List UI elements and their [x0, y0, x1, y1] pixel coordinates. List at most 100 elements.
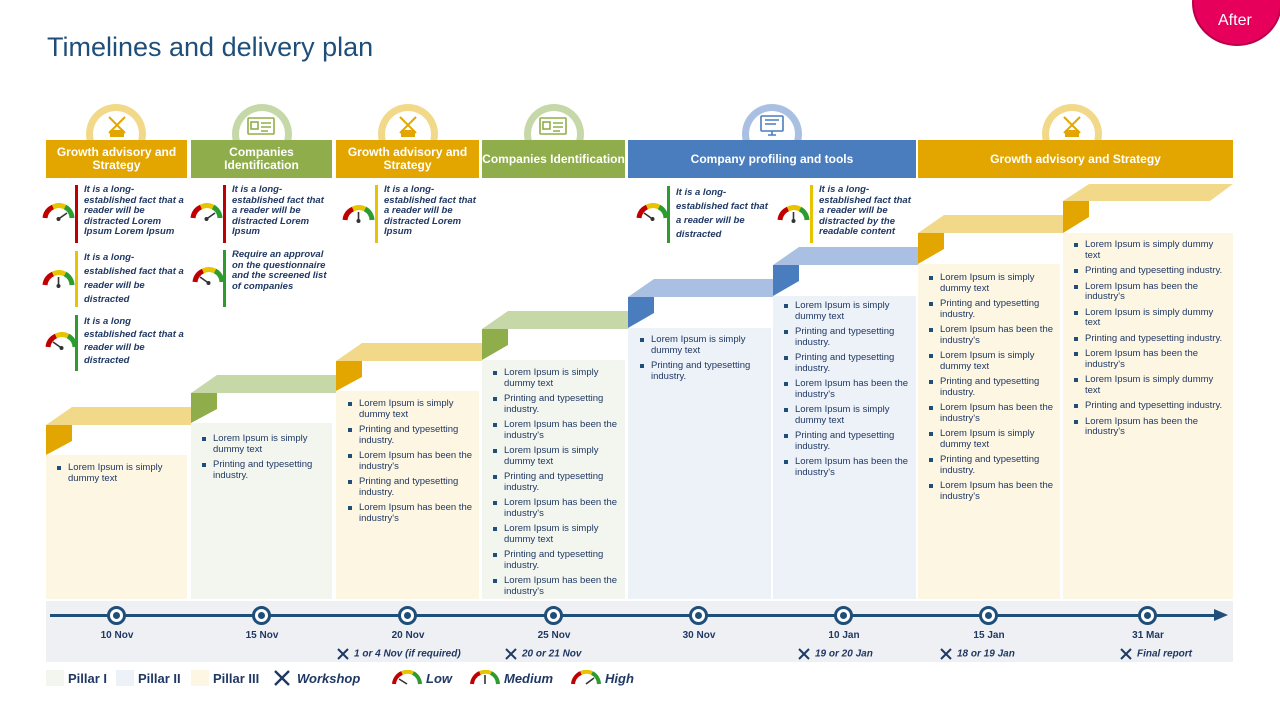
list-item: Lorem Ipsum has been the industry's: [927, 480, 1055, 502]
list-item: Printing and typesetting industry.: [1072, 265, 1228, 277]
legend-low: Low: [392, 668, 452, 688]
list-item: Printing and typesetting industry.: [491, 549, 619, 571]
workshop-date-4: 18 or 19 Jan: [939, 647, 1015, 661]
list-item: Printing and typesetting industry.: [782, 326, 910, 348]
timeline-date: 31 Mar: [1132, 630, 1164, 641]
phase-header-6: Growth advisory and Strategy: [918, 140, 1233, 178]
list-item: Lorem Ipsum is simply dummy text: [927, 428, 1055, 450]
list-item: Lorem Ipsum has been the industry's: [346, 450, 474, 472]
phase-header-4: Companies Identification: [482, 140, 625, 178]
workshop-icon: [1120, 648, 1132, 660]
timeline-date: 30 Nov: [682, 630, 716, 641]
phase-header-3: Growth advisory and Strategy: [336, 140, 479, 178]
timeline-node: [1138, 606, 1157, 625]
phase-header-1: Growth advisory and Strategy: [46, 140, 187, 178]
legend-swatch-pillar3: [191, 670, 209, 686]
workshop-icon: [798, 648, 810, 660]
list-item: Lorem Ipsum is simply dummy text: [200, 433, 328, 455]
legend-label: Medium: [504, 670, 554, 686]
list-item: Printing and typesetting industry.: [927, 454, 1055, 476]
column-bg-4: [482, 360, 625, 599]
workshop-icon: [505, 648, 517, 660]
list-item: Lorem Ipsum is simply dummy text: [638, 334, 766, 356]
timeline-axis: [50, 614, 1220, 617]
list-item: Lorem Ipsum has been the industry's: [782, 456, 910, 478]
timeline-arrow-icon: [1214, 609, 1228, 621]
list-item: Lorem Ipsum has been the industry's: [1072, 348, 1228, 370]
legend-label: Low: [426, 670, 452, 686]
list-item: Lorem Ipsum is simply dummy text: [346, 398, 474, 420]
after-badge-label: After: [1218, 12, 1252, 29]
timeline-date: 15 Jan: [973, 630, 1005, 641]
note-4: It is a long-established fact that a rea…: [223, 184, 331, 243]
phase-header-5: Company profiling and tools: [628, 140, 916, 178]
list-item: Lorem Ipsum has been the industry's: [1072, 416, 1228, 438]
gauge-high-icon: [193, 206, 220, 221]
column-bg-1: [46, 455, 187, 599]
note-6: It is a long-established fact that a rea…: [375, 184, 479, 243]
workshop-tools-icon: [108, 116, 126, 137]
workshop-date-2: 20 or 21 Nov: [504, 647, 581, 661]
gauge-low-icon: [392, 670, 422, 685]
timeline-node: [398, 606, 417, 625]
step-8: [1063, 184, 1233, 233]
legend-label: Pillar III: [213, 670, 260, 686]
company-card-icon: [539, 117, 567, 135]
workshop-date-label: 1 or 4 Nov (if required): [354, 648, 461, 660]
list-item: Printing and typesetting industry.: [200, 459, 328, 481]
list-item: Lorem Ipsum has been the industry's: [491, 497, 619, 519]
list-item: Lorem Ipsum is simply dummy text: [927, 350, 1055, 372]
timeline-node: [979, 606, 998, 625]
note-5: Require an approval on the questionnaire…: [223, 249, 331, 307]
list-item: Printing and typesetting industry.: [491, 393, 619, 415]
workshop-date-1: 1 or 4 Nov (if required): [336, 647, 461, 661]
gauge-medium-icon: [45, 273, 72, 288]
gauge-medium-icon: [470, 670, 500, 685]
list-item: Lorem Ipsum is simply dummy text: [782, 300, 910, 322]
gauge-medium-icon: [780, 208, 807, 223]
note-1: It is a long-established fact that a rea…: [75, 184, 185, 243]
workshop-tools-icon: [399, 116, 417, 137]
legend-swatch-pillar1: [46, 670, 64, 686]
column-bg-8: [1063, 233, 1233, 599]
timeline-date: 10 Nov: [100, 630, 134, 641]
list-item: Printing and typesetting industry.: [1072, 333, 1228, 345]
column-1-bullets: Lorem Ipsum is simply dummy text: [55, 462, 183, 489]
timeline-date: 15 Nov: [245, 630, 279, 641]
workshop-icon: [337, 648, 349, 660]
monitor-profile-icon: [760, 115, 784, 136]
step-1: [46, 407, 191, 455]
legend-high: High: [571, 668, 634, 688]
timeline-node: [689, 606, 708, 625]
workshop-date-label: 18 or 19 Jan: [957, 648, 1015, 660]
workshop-date-label: 19 or 20 Jan: [815, 648, 873, 660]
timeline-node: [544, 606, 563, 625]
workshop-date-3: 19 or 20 Jan: [797, 647, 873, 661]
list-item: Printing and typesetting industry.: [782, 430, 910, 452]
workshop-date-label: Final report: [1137, 648, 1193, 660]
legend-label: Pillar II: [138, 670, 181, 686]
column-bg-5: [628, 328, 771, 599]
list-item: Lorem Ipsum is simply dummy text: [1072, 307, 1228, 329]
list-item: Lorem Ipsum is simply dummy text: [1072, 374, 1228, 396]
timeline-node: [252, 606, 271, 625]
list-item: Lorem Ipsum has been the industry's: [491, 575, 619, 597]
workshop-date-5: Final report: [1119, 647, 1192, 661]
list-item: Printing and typesetting industry.: [491, 471, 619, 493]
step-7: [918, 215, 1063, 264]
list-item: Printing and typesetting industry.: [346, 476, 474, 498]
workshop-icon: [940, 648, 952, 660]
gauge-high-icon: [45, 206, 72, 221]
phase-header-2: Companies Identification: [191, 140, 332, 178]
step-4: [482, 311, 628, 360]
list-item: Printing and typesetting industry.: [638, 360, 766, 382]
gauge-low-icon: [48, 335, 75, 350]
column-bg-6: [773, 296, 916, 599]
list-item: Lorem Ipsum has been the industry's: [346, 502, 474, 524]
